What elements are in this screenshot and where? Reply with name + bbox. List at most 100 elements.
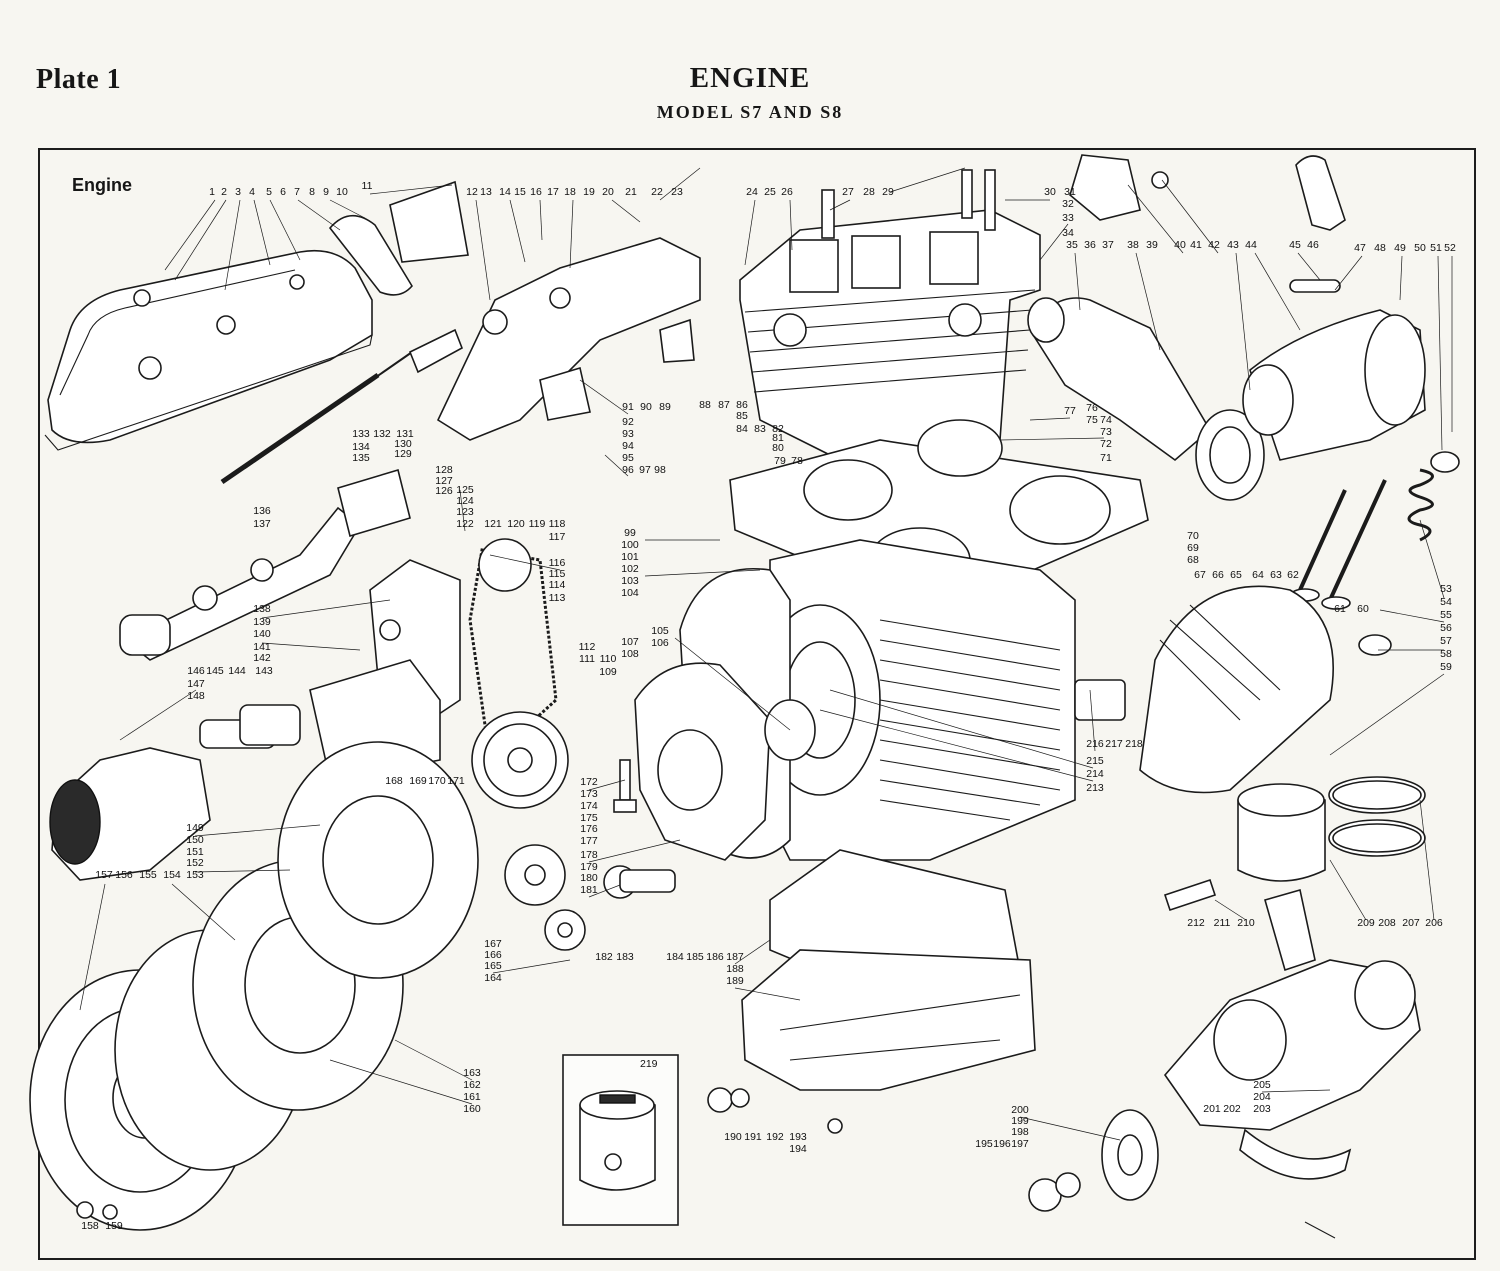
part-number-214: 214 <box>1086 768 1104 780</box>
part-number-124: 124 <box>456 495 474 507</box>
crankshaft <box>1163 888 1421 1239</box>
part-number-165: 165 <box>484 960 502 972</box>
part-number-101: 101 <box>621 551 639 563</box>
part-number-74: 74 <box>1100 414 1112 426</box>
part-number-44: 44 <box>1245 239 1257 251</box>
part-number-79: 79 <box>774 455 786 467</box>
part-number-70: 70 <box>1187 530 1199 542</box>
part-number-136: 136 <box>253 505 271 517</box>
part-number-205: 205 <box>1253 1079 1271 1091</box>
part-number-143: 143 <box>255 665 273 677</box>
part-number-95: 95 <box>622 452 634 464</box>
part-number-121: 121 <box>484 518 502 530</box>
part-number-164: 164 <box>484 972 502 984</box>
part-number-77: 77 <box>1064 405 1076 417</box>
part-number-151: 151 <box>186 846 204 858</box>
part-number-8: 8 <box>309 186 315 198</box>
part-number-126: 126 <box>435 485 453 497</box>
part-number-12: 12 <box>466 186 478 198</box>
part-number-85: 85 <box>736 410 748 422</box>
part-number-170: 170 <box>428 775 446 787</box>
part-number-55: 55 <box>1440 609 1452 621</box>
part-number-11: 11 <box>362 180 373 192</box>
part-number-181: 181 <box>580 884 598 896</box>
part-number-141: 141 <box>253 641 271 653</box>
part-number-6: 6 <box>280 186 286 198</box>
part-number-152: 152 <box>186 857 204 869</box>
part-number-62: 62 <box>1287 569 1299 581</box>
part-number-166: 166 <box>484 949 502 961</box>
part-number-37: 37 <box>1102 239 1114 251</box>
part-number-123: 123 <box>456 506 474 518</box>
part-number-144: 144 <box>228 665 246 677</box>
part-number-128: 128 <box>435 464 453 476</box>
part-number-52: 52 <box>1444 242 1456 254</box>
part-number-210: 210 <box>1237 917 1255 929</box>
part-number-120: 120 <box>507 518 525 530</box>
part-number-183: 183 <box>616 951 634 963</box>
part-number-3: 3 <box>235 186 241 198</box>
part-number-45: 45 <box>1289 239 1301 251</box>
part-number-116: 116 <box>549 557 566 569</box>
part-number-76: 76 <box>1086 402 1098 414</box>
part-number-178: 178 <box>580 849 598 861</box>
part-number-100: 100 <box>621 539 639 551</box>
part-number-125: 125 <box>456 484 474 496</box>
part-number-202: 202 <box>1223 1103 1241 1115</box>
part-number-113: 113 <box>549 592 566 604</box>
part-number-1: 1 <box>209 186 215 198</box>
part-number-137: 137 <box>253 518 271 530</box>
part-number-193: 193 <box>789 1131 807 1143</box>
part-number-191: 191 <box>744 1131 762 1143</box>
part-number-29: 29 <box>882 186 894 198</box>
part-number-63: 63 <box>1270 569 1282 581</box>
part-number-158: 158 <box>81 1220 99 1232</box>
inlet-manifold <box>1027 154 1212 462</box>
part-number-211: 211 <box>1214 917 1231 929</box>
part-number-185: 185 <box>686 951 704 963</box>
part-number-7: 7 <box>294 186 300 198</box>
timing-cover-outer <box>1074 585 1334 794</box>
page-title: ENGINE <box>689 62 811 94</box>
part-number-60: 60 <box>1357 603 1369 615</box>
part-number-5: 5 <box>266 186 272 198</box>
part-number-206: 206 <box>1425 917 1443 929</box>
part-number-217: 217 <box>1105 738 1123 750</box>
part-number-33: 33 <box>1062 212 1074 224</box>
part-number-39: 39 <box>1146 239 1158 251</box>
diagram-frame <box>38 148 1476 1260</box>
part-number-28: 28 <box>863 186 875 198</box>
part-number-204: 204 <box>1253 1091 1271 1103</box>
part-number-64: 64 <box>1252 569 1264 581</box>
part-number-23: 23 <box>671 186 683 198</box>
timing-cover <box>634 568 816 861</box>
part-number-18: 18 <box>564 186 576 198</box>
part-number-26: 26 <box>781 186 793 198</box>
part-number-110: 110 <box>600 653 617 665</box>
part-number-149: 149 <box>186 822 204 834</box>
oil-sump <box>707 849 1036 1134</box>
part-number-61: 61 <box>1334 603 1346 615</box>
part-number-218: 218 <box>1125 738 1143 750</box>
part-number-138: 138 <box>253 603 271 615</box>
part-number-67: 67 <box>1194 569 1206 581</box>
part-number-2: 2 <box>221 186 227 198</box>
part-number-177: 177 <box>580 835 598 847</box>
part-number-194: 194 <box>789 1143 807 1155</box>
part-number-42: 42 <box>1208 239 1220 251</box>
part-number-155: 155 <box>139 869 157 881</box>
part-number-157: 157 <box>95 869 113 881</box>
part-number-83: 83 <box>754 423 766 435</box>
part-number-175: 175 <box>580 812 598 824</box>
part-number-31: 31 <box>1064 186 1076 198</box>
part-number-146: 146 <box>187 665 205 677</box>
oil-seal-plate <box>1028 1109 1159 1212</box>
part-number-16: 16 <box>530 186 542 198</box>
part-number-24: 24 <box>746 186 758 198</box>
part-number-30: 30 <box>1044 186 1056 198</box>
part-number-130: 130 <box>394 438 412 450</box>
dynamo <box>49 704 301 881</box>
part-number-40: 40 <box>1174 239 1186 251</box>
part-number-68: 68 <box>1187 554 1199 566</box>
